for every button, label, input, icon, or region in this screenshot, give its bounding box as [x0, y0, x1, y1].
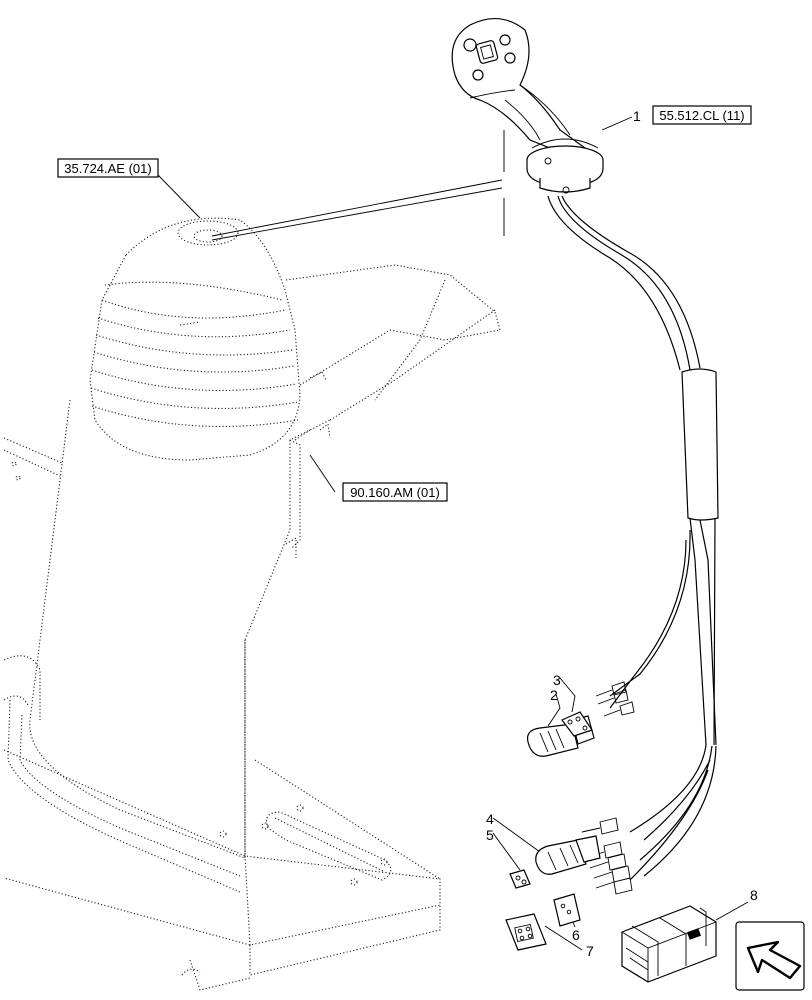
connector-set-lower — [505, 835, 601, 951]
callout-2: 2 — [550, 687, 558, 703]
callout-1: 1 — [633, 108, 641, 124]
console-body — [7, 264, 501, 893]
kit-box-icon — [621, 905, 717, 983]
previous-page-arrow-icon[interactable] — [735, 921, 805, 991]
callout-3: 3 — [553, 672, 561, 688]
connector-set-upper — [526, 711, 595, 757]
callout-5: 5 — [486, 827, 494, 843]
callout-8: 8 — [750, 887, 758, 903]
ref-label-boot: 90.160.AM (01) — [350, 485, 440, 500]
joystick-handle — [451, 18, 604, 194]
leader-lines — [157, 116, 749, 951]
joystick-boot — [89, 217, 301, 461]
ref-box-boot[interactable]: 90.160.AM (01) — [342, 482, 448, 502]
callout-4: 4 — [486, 811, 494, 827]
ref-label-handle: 55.512.CL (11) — [659, 108, 744, 123]
callout-6: 6 — [572, 927, 580, 943]
ref-label-console: 35.724.AE (01) — [64, 161, 151, 176]
console-plate — [3, 437, 441, 991]
callout-7: 7 — [586, 943, 594, 959]
wire-harness — [547, 195, 719, 895]
ref-box-handle[interactable]: 55.512.CL (11) — [652, 105, 752, 125]
ref-box-console[interactable]: 35.724.AE (01) — [57, 158, 159, 178]
